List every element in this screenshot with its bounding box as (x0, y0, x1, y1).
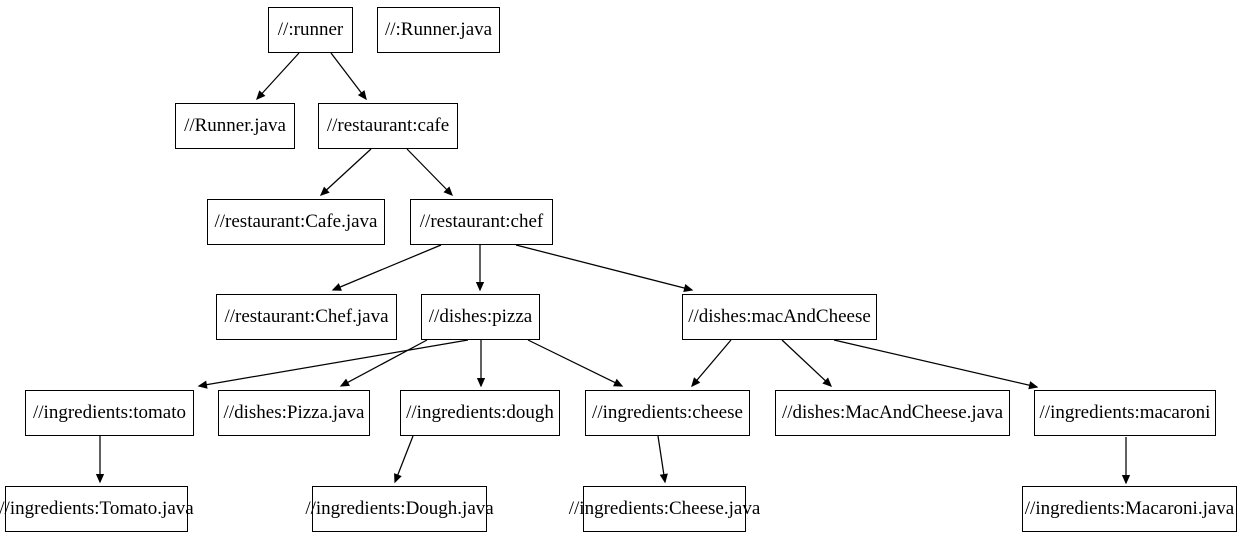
edge-mac-and-cheese-to-mac-and-cheese-java (781, 339, 833, 387)
node-label-dough-java: //ingredients:Dough.java (305, 497, 494, 519)
edge-runner-to-cafe (330, 52, 367, 101)
node-pizza-java: //dishes:Pizza.java (218, 390, 370, 436)
node-pizza: //dishes:pizza (421, 294, 540, 340)
node-macaroni: //ingredients:macaroni (1034, 390, 1216, 436)
node-mac-and-cheese: //dishes:macAndCheese (682, 294, 877, 340)
node-label-dough: //ingredients:dough (406, 401, 554, 423)
edge-pizza-to-cheese (527, 339, 624, 387)
node-label-mac-and-cheese: //dishes:macAndCheese (688, 305, 871, 327)
node-runner-java: //Runner.java (175, 103, 295, 149)
node-label-pizza-java: //dishes:Pizza.java (223, 401, 365, 423)
node-label-macaroni: //ingredients:macaroni (1039, 401, 1211, 423)
node-cafe-java: //restaurant:Cafe.java (207, 199, 385, 245)
edge-chef-to-chef-java (331, 244, 442, 291)
node-label-chef: //restaurant:chef (419, 210, 544, 232)
node-chef-java: //restaurant:Chef.java (216, 294, 397, 340)
node-label-runner: //:runner (277, 18, 344, 40)
node-label-mac-and-cheese-java: //dishes:MacAndCheese.java (781, 401, 1004, 423)
node-chef: //restaurant:chef (410, 199, 553, 245)
node-tomato-java: //ingredients:Tomato.java (0, 486, 194, 532)
node-mac-and-cheese-java: //dishes:MacAndCheese.java (775, 390, 1010, 436)
edge-cafe-to-cafe-java (319, 148, 372, 196)
node-label-pizza: //dishes:pizza (428, 305, 533, 327)
node-dough-java: //ingredients:Dough.java (305, 486, 494, 532)
edge-dough-to-dough-java (394, 435, 414, 484)
edge-runner-to-runner-java (256, 52, 300, 101)
node-runner-java-root: //:Runner.java (377, 7, 500, 53)
node-label-cheese: //ingredients:cheese (592, 401, 743, 423)
edge-cafe-to-chef (406, 148, 453, 197)
node-label-macaroni-java: //ingredients:Macaroni.java (1024, 497, 1235, 519)
node-label-cheese-java: //ingredients:Cheese.java (568, 497, 761, 519)
node-cheese: //ingredients:cheese (585, 390, 750, 436)
node-cheese-java: //ingredients:Cheese.java (569, 486, 760, 532)
node-label-runner-java: //Runner.java (184, 114, 286, 136)
node-label-tomato: //ingredients:tomato (32, 401, 187, 423)
edge-pizza-to-pizza-java (339, 339, 428, 387)
node-label-cafe-java: //restaurant:Cafe.java (214, 210, 378, 232)
node-label-runner-java-root: //:Runner.java (384, 18, 493, 40)
node-runner: //:runner (268, 7, 353, 53)
node-label-chef-java: //restaurant:Chef.java (224, 305, 389, 327)
node-label-tomato-java: //ingredients:Tomato.java (0, 497, 194, 519)
node-tomato: //ingredients:tomato (25, 390, 194, 436)
edge-cheese-to-cheese-java (657, 435, 668, 484)
edge-mac-and-cheese-to-macaroni (833, 339, 1039, 390)
node-label-cafe: //restaurant:cafe (326, 114, 450, 136)
edge-pizza-to-tomato (197, 339, 469, 389)
edge-chef-to-mac-and-cheese (515, 244, 694, 293)
node-cafe: //restaurant:cafe (318, 103, 458, 149)
node-dough: //ingredients:dough (400, 390, 560, 436)
edge-mac-and-cheese-to-cheese (691, 339, 732, 388)
node-macaroni-java: //ingredients:Macaroni.java (1022, 486, 1237, 532)
